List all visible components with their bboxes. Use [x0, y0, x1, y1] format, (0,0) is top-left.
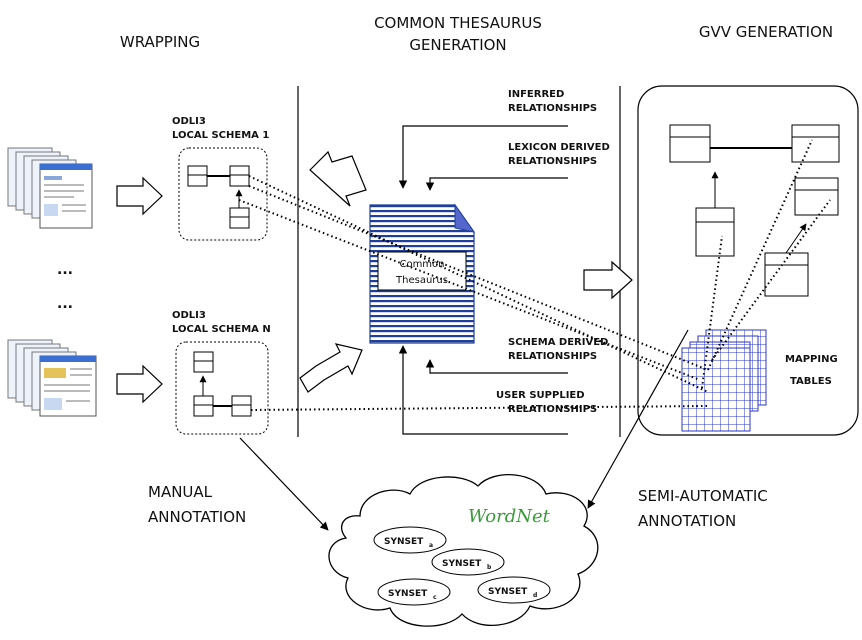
local-schema-n: [175, 341, 269, 435]
lexicon-label-2: RELATIONSHIPS: [508, 156, 597, 167]
semi-annotation-label-1: SEMI-AUTOMATIC: [638, 487, 768, 505]
schema-derived-label-1: SCHEMA DERIVED: [508, 337, 608, 348]
inferred-line: [398, 125, 568, 189]
manual-annotation-arrow: [239, 437, 329, 531]
schema-derived-line: [425, 359, 568, 374]
common-thesaurus-title-2: GENERATION: [409, 36, 506, 54]
synset-a-sub: a: [429, 542, 433, 549]
wordnet-logo: WordNet: [468, 506, 551, 527]
inferred-label-1: INFERRED: [508, 89, 564, 100]
schema1-label-1: ODLI3: [172, 116, 206, 127]
manual-annotation-label-1: MANUAL: [148, 483, 213, 501]
schemaN-label-2: LOCAL SCHEMA N: [172, 324, 271, 335]
manual-annotation-label-2: ANNOTATION: [148, 508, 246, 526]
mapping-label-2: TABLES: [790, 376, 832, 387]
synset-a-label: SYNSET: [384, 537, 424, 547]
common-thesaurus-title: COMMON THESAURUS: [374, 14, 542, 32]
wrapping-title: WRAPPING: [120, 33, 200, 51]
user-supplied-label-2: RELATIONSHIPS: [508, 404, 597, 415]
semi-annotation-label-2: ANNOTATION: [638, 512, 736, 530]
thesaurus-in-arrow-n: [299, 343, 363, 393]
inferred-label-2: RELATIONSHIPS: [508, 103, 597, 114]
mapping-label-1: MAPPING: [785, 354, 838, 365]
wordnet-cloud: WordNet SYNSET a SYNSET b SYNSET c SYNSE…: [328, 474, 599, 627]
synset-d-label: SYNSET: [488, 587, 528, 597]
gvv-generation-title: GVV GENERATION: [699, 23, 833, 41]
synset-b: SYNSET b: [431, 548, 505, 576]
synset-d-sub: d: [533, 592, 537, 599]
gvv-arrow: [583, 260, 633, 300]
user-supplied-line: [398, 345, 568, 435]
mapping-dotted-lines: [238, 139, 831, 411]
synset-c-sub: c: [433, 594, 437, 601]
mapping-tables: [681, 329, 767, 432]
synset-b-label: SYNSET: [442, 559, 482, 569]
lexicon-label-1: LEXICON DERIVED: [508, 142, 610, 153]
lexicon-line: [425, 177, 568, 191]
wrap-arrow-1: [116, 176, 163, 216]
schema1-label-2: LOCAL SCHEMA 1: [172, 130, 269, 141]
schema-derived-label-2: RELATIONSHIPS: [508, 351, 597, 362]
ellipsis-1: ...: [57, 262, 73, 278]
common-thesaurus-document: Common Thesaurus: [369, 203, 476, 344]
user-supplied-label-1: USER SUPPLIED: [496, 390, 585, 401]
synset-d: SYNSET d: [477, 576, 551, 604]
semi-annotation-arrow: [587, 329, 689, 509]
wrap-arrow-n: [116, 364, 163, 404]
synset-c: SYNSET c: [377, 578, 451, 606]
synset-b-sub: b: [487, 564, 492, 571]
synset-c-label: SYNSET: [388, 589, 428, 599]
ellipsis-2: ...: [57, 296, 73, 312]
thesaurus-in-arrow-1: [309, 150, 367, 207]
synset-a: SYNSET a: [373, 526, 447, 554]
web-sources-stack-n: [7, 339, 97, 417]
web-sources-stack-1: [7, 147, 93, 229]
thesaurus-label-2: Thesaurus: [395, 275, 448, 286]
schemaN-label-1: ODLI3: [172, 310, 206, 321]
local-schema-1: [178, 147, 268, 241]
gvv-panel: [637, 85, 859, 436]
thesaurus-label-1: Common: [399, 259, 444, 270]
